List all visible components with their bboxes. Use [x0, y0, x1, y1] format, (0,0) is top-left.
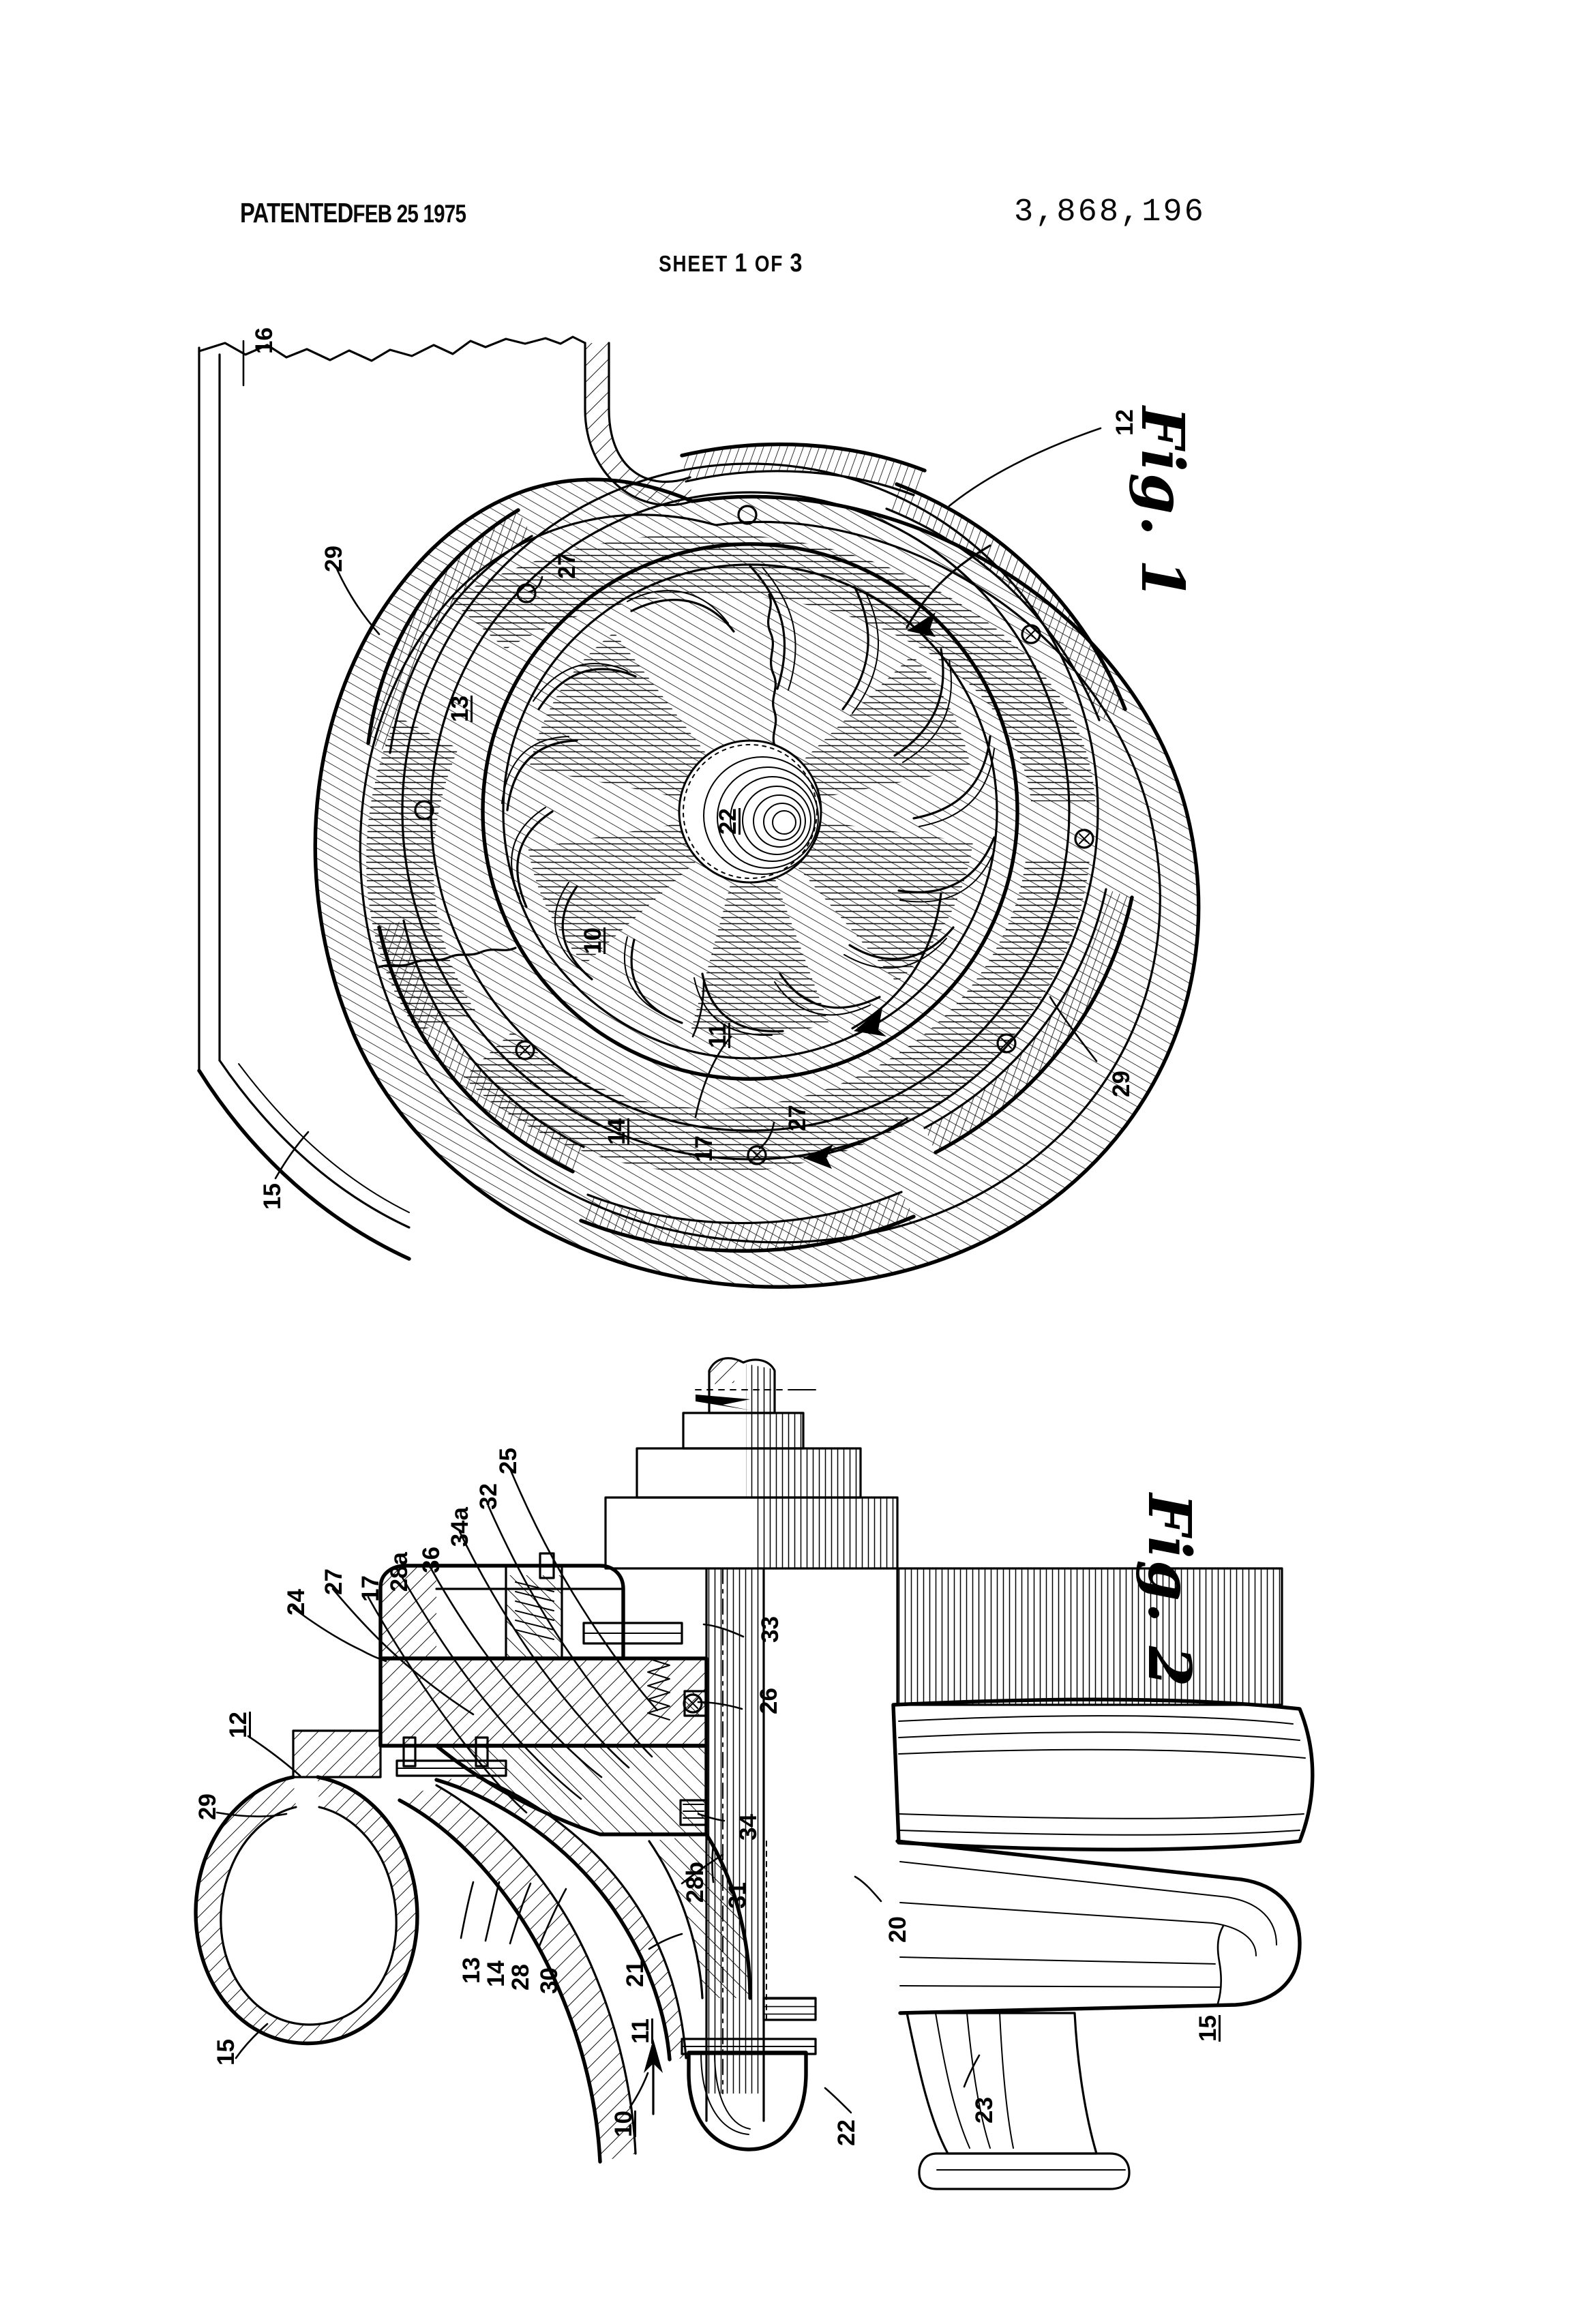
- fig2-ref-32: 32: [475, 1483, 502, 1510]
- patent-number: 3,868,196: [1014, 194, 1206, 230]
- sheet-indicator: SHEET 1 OF 3: [659, 249, 803, 278]
- sheet-total: 3: [790, 249, 804, 278]
- patent-date: FEB 25 1975: [353, 200, 466, 228]
- sheet-number: 1: [734, 249, 749, 278]
- fig2-ref-15-right: 15: [1195, 2015, 1221, 2042]
- patented-keyword: PATENTED: [240, 197, 353, 228]
- sheet-header: PATENTEDFEB 25 1975 3,868,196 SHEET 1 OF…: [0, 0, 1582, 286]
- fig2-motor-body: [891, 1567, 1315, 2190]
- fig2-ref-31: 31: [724, 1882, 751, 1909]
- fig2-ref-30: 30: [536, 1967, 563, 1994]
- fig2-ref-36: 36: [418, 1547, 445, 1573]
- fig2-ref-13: 13: [458, 1957, 485, 1984]
- patented-stamp: PATENTEDFEB 25 1975: [240, 197, 466, 229]
- fig2-ref-10: 10: [610, 2111, 637, 2137]
- fig2-inlet-collar: [194, 1775, 419, 2046]
- fig1-rotation-arrows: [803, 544, 991, 1169]
- sheet-prefix: SHEET: [659, 251, 729, 276]
- sheet-of: OF: [754, 251, 784, 276]
- fig2-shaft-top: [604, 1357, 899, 1570]
- fig1-guide-vanes: [366, 442, 1134, 1253]
- fig2-ref-12: 12: [225, 1712, 252, 1738]
- fig2-ref-14: 14: [483, 1961, 509, 1987]
- fig2-ref-21: 21: [622, 1961, 648, 1987]
- fig1-fasteners: [414, 505, 1094, 1165]
- fig1-blades: [501, 565, 996, 1037]
- fig2-ref-34: 34: [735, 1814, 762, 1841]
- fig2-ref-28a: 28a: [386, 1552, 413, 1592]
- figure-2-label: Fig. 2: [1135, 1493, 1204, 1688]
- fig2-ref-17: 17: [357, 1575, 384, 1602]
- fig2-ref-24: 24: [283, 1589, 310, 1615]
- fig2-ref-33: 33: [757, 1616, 783, 1643]
- fig2-shaft-details: [679, 1690, 817, 2021]
- fig2-ref-27: 27: [320, 1568, 347, 1595]
- fig2-bearing-housing: [292, 1552, 708, 1836]
- fig2-ref-28: 28: [507, 1964, 534, 1991]
- fig2-wheel-backplate: [648, 1832, 767, 2019]
- fig2-ref-28b: 28b: [682, 1862, 708, 1903]
- fig1-leader-lines: [242, 340, 1102, 1180]
- fig2-ref-20: 20: [884, 1916, 911, 1943]
- fig2-ref-15: 15: [213, 2039, 239, 2066]
- fig2-ref-29: 29: [194, 1793, 221, 1820]
- fig2-ref-22: 22: [833, 2119, 860, 2146]
- fig1-break-line: [378, 593, 777, 968]
- fig2-ref-11: 11: [627, 2018, 654, 2044]
- fig2-ref-23: 23: [971, 2097, 998, 2124]
- fig2-ref-25: 25: [495, 1448, 522, 1474]
- fig2-leader-lines: [215, 1468, 1225, 2114]
- fig2-ref-34a: 34a: [447, 1507, 473, 1547]
- fig2-ref-26: 26: [756, 1688, 782, 1714]
- fig2-inlet-shroud: [398, 1776, 687, 2164]
- fig1-hub: [678, 739, 822, 884]
